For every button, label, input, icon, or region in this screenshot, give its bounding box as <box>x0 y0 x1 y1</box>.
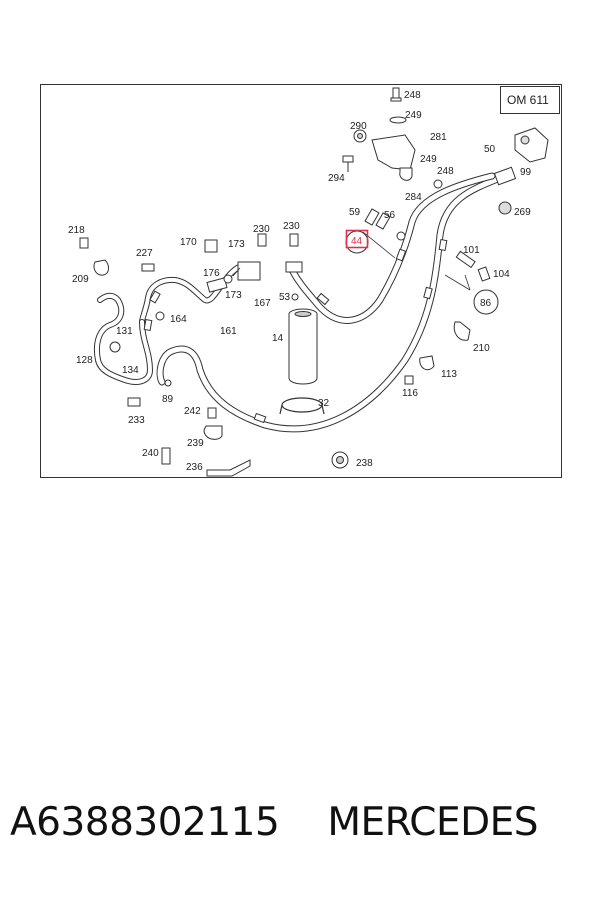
callout-44-highlight[interactable] <box>345 229 369 249</box>
callout-label: 236 <box>186 462 203 473</box>
callout-label: 176 <box>203 268 220 279</box>
callout-label: 44 <box>351 236 363 247</box>
callout-label: 238 <box>356 458 373 469</box>
callout-label: 104 <box>493 269 510 280</box>
callout-86-circle <box>473 289 499 315</box>
callout-label: 269 <box>514 207 531 218</box>
callout-label: 218 <box>68 225 85 236</box>
callout-label: 164 <box>170 314 187 325</box>
callout-label: 59 <box>349 207 361 218</box>
diagram-frame <box>40 84 562 478</box>
brand-name: MERCEDES <box>327 800 539 845</box>
callout-label: 113 <box>441 369 457 380</box>
callout-label: 294 <box>328 173 345 184</box>
valves-59-56 <box>364 208 406 241</box>
leader-lines <box>232 231 471 291</box>
part-caption: A6388302115 MERCEDES <box>10 800 590 860</box>
top-parts <box>342 87 549 215</box>
callout-label: 56 <box>384 210 396 221</box>
callout-label: 89 <box>162 394 174 405</box>
callout-label: 284 <box>405 192 422 203</box>
callout-label: 233 <box>128 415 145 426</box>
model-label: OM 611 <box>507 93 549 107</box>
callout-label: 170 <box>180 237 197 248</box>
callout-label: 248 <box>437 166 454 177</box>
callout-label: 50 <box>484 144 496 155</box>
callout-label: 86 <box>480 298 492 309</box>
callout-label: 134 <box>122 365 139 376</box>
parts-diagram: OM 611 <box>40 84 562 478</box>
callout-label: 249 <box>420 154 437 165</box>
mounting-band <box>279 397 325 415</box>
fittings <box>143 238 448 424</box>
callout-label: 14 <box>272 333 284 344</box>
pipes <box>93 172 504 433</box>
callout-label: 227 <box>136 248 153 259</box>
callout-label: 209 <box>72 274 89 285</box>
callout-label: 53 <box>279 292 291 303</box>
callout-label: 290 <box>350 121 367 132</box>
callout-label: 116 <box>402 388 418 399</box>
callout-label: 230 <box>283 221 300 232</box>
callout-label: 173 <box>228 239 245 250</box>
callout-label: 240 <box>142 448 159 459</box>
callout-label: 32 <box>318 398 330 409</box>
callout-label: 167 <box>254 298 271 309</box>
callout-label: 281 <box>430 132 447 143</box>
model-label-box <box>500 86 560 114</box>
callout-label: 128 <box>76 355 93 366</box>
left-parts <box>79 233 471 477</box>
callout-label: 248 <box>404 90 421 101</box>
callout-label: 173 <box>225 290 242 301</box>
callout-label: 131 <box>116 326 133 337</box>
callout-labels: 248 249 290 281 50 294 249 248 284 99 59… <box>68 90 532 473</box>
callout-label: 249 <box>405 110 422 121</box>
receiver-drier <box>288 308 318 385</box>
part-number: A6388302115 <box>10 800 280 845</box>
callout-label: 239 <box>187 438 204 449</box>
callout-label: 101 <box>463 245 480 256</box>
fittings-101-104 <box>455 250 491 282</box>
callout-label: 230 <box>253 224 270 235</box>
callout-label: 210 <box>473 343 490 354</box>
callout-label: 99 <box>520 167 532 178</box>
callout-label: 242 <box>184 406 201 417</box>
callout-label: 161 <box>220 326 237 337</box>
